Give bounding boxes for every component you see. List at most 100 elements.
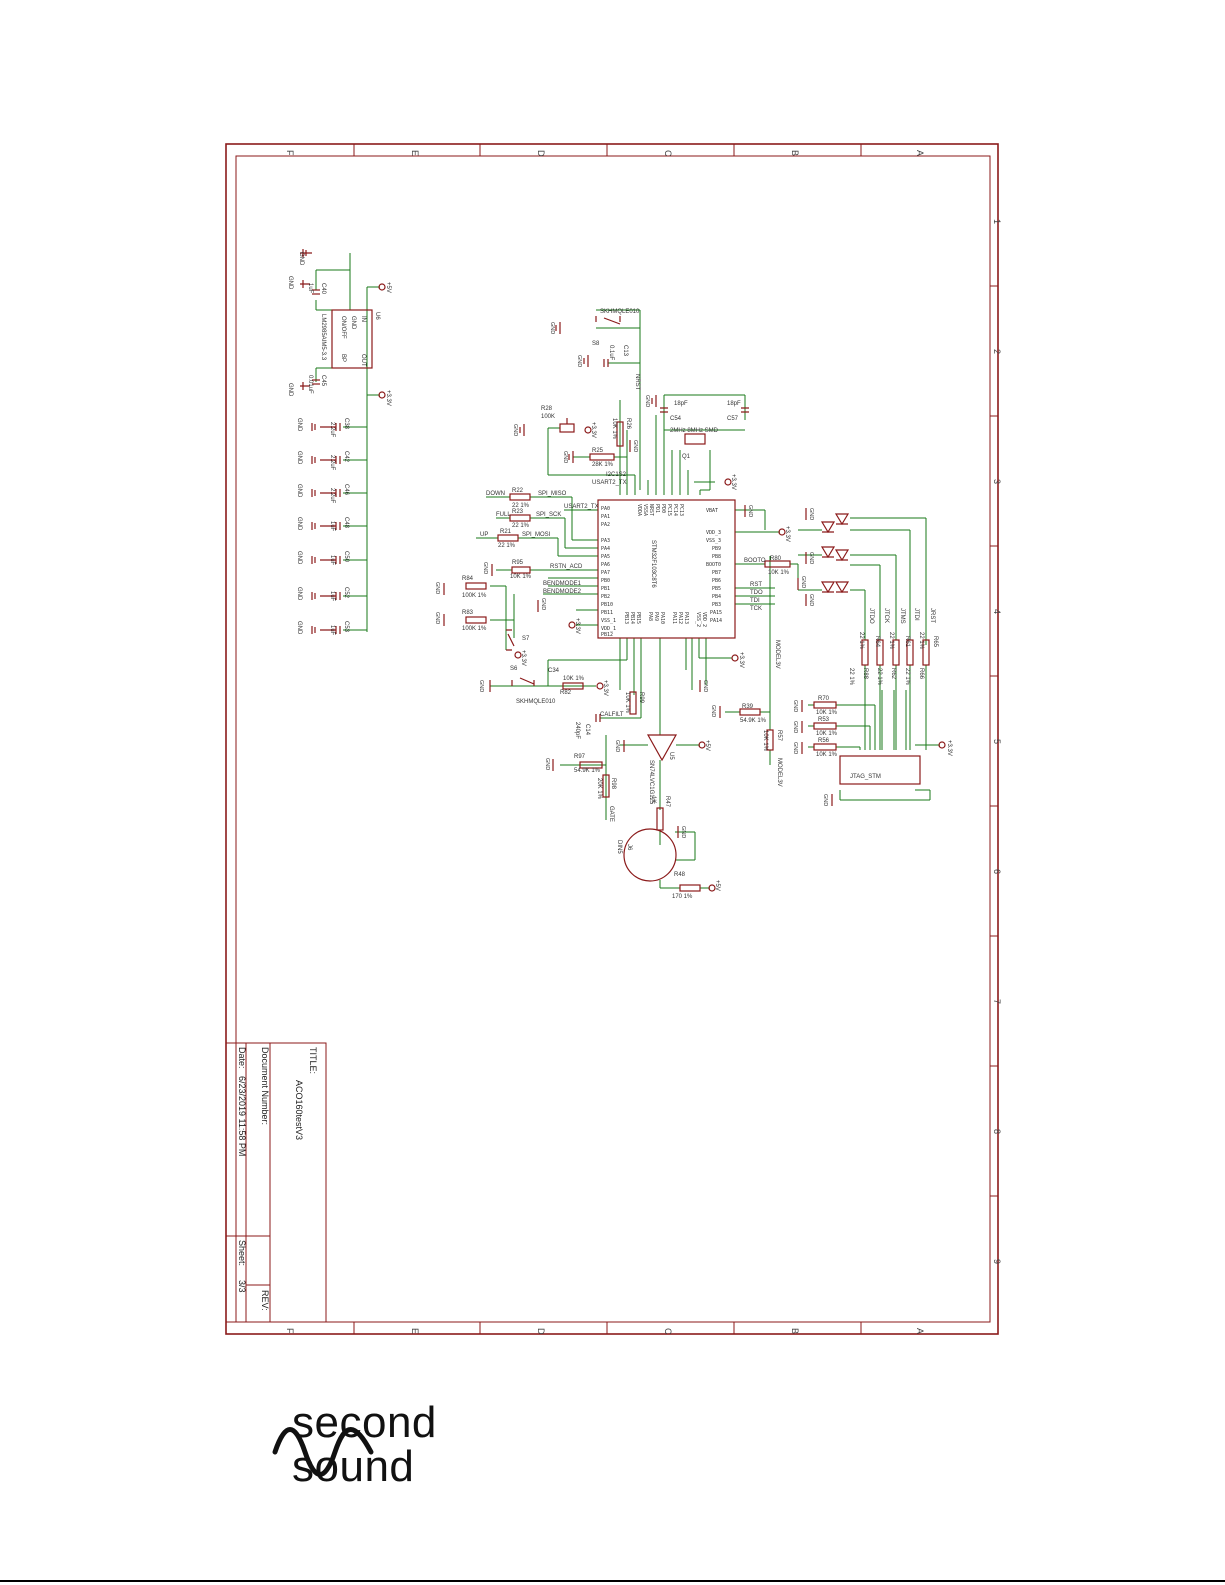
rstn-adc-label: RSTN_ACD: [550, 564, 583, 570]
mcu-pin-top: NRST: [648, 504, 654, 516]
gnd-label: GND: [296, 451, 302, 465]
bend1-label: BENDMODE1: [543, 581, 582, 587]
gnd-label: GND: [540, 598, 546, 610]
r84-value: 100K 1%: [462, 593, 487, 599]
crystal-value: 2MHz 8MHz SMD: [670, 428, 719, 434]
p5v-label: +5V: [385, 282, 391, 293]
brand-wordmark: second sound: [292, 1398, 437, 1490]
r56-value: 10K 1%: [816, 752, 838, 758]
mcu-pin-right: BOOT0: [706, 562, 721, 568]
gnd-label: GND: [792, 700, 798, 712]
spi-sck-label: SPI_SCK: [536, 512, 561, 518]
decoup-val: 1uF: [329, 521, 335, 532]
r97-value: 54.9K 1%: [574, 768, 601, 774]
mcu-pin-right: PB5: [712, 586, 721, 592]
r39-value: 54.9K 1%: [740, 718, 767, 724]
p33v-right2: +3.3V: [784, 526, 790, 542]
r80-label: R80: [770, 556, 782, 562]
mcu-pin-right: PB6: [712, 578, 721, 584]
r-jtag-name: R64: [874, 636, 880, 648]
gnd-label: GND: [644, 395, 650, 407]
r99-label: R99: [638, 692, 644, 704]
r82-label: R82: [560, 690, 572, 696]
mcu-pin-left: PB12: [601, 632, 613, 638]
gnd-label: GND: [296, 484, 302, 498]
mcu-pin-left: PA7: [601, 570, 610, 576]
col-letter-top-3: C: [663, 150, 673, 157]
gnd-label: GND: [792, 742, 798, 754]
r-jtag2-name: R66: [918, 668, 924, 680]
decoup-val: 1uF: [329, 555, 335, 566]
switch-s6-label: S6: [510, 666, 518, 672]
gnd-label: GND: [296, 517, 302, 531]
r57-label: R57: [776, 730, 782, 742]
row-number-8: 9: [992, 1259, 1002, 1264]
regulator-name: U6: [374, 312, 380, 320]
r-jtag2-name: R62: [890, 668, 896, 680]
col-letter-bot-2: D: [536, 1328, 546, 1335]
mcu-pin-left: PB10: [601, 602, 613, 608]
frame-row-numbers: 1 2 3 4 5 6 7 8 9: [992, 219, 1002, 1264]
gnd-label: GND: [808, 594, 814, 606]
c13-value: 0.1uF: [608, 345, 614, 361]
mcu-pin-bottom: PA8: [647, 612, 653, 621]
mcu-pin-left: VDD_1: [601, 626, 616, 632]
switch-name: SKHMQLE010: [600, 309, 640, 315]
r95-value: 10K 1%: [510, 574, 532, 580]
mcu-pin-right: VBAT: [706, 508, 718, 514]
r53-value: 10K 1%: [816, 731, 838, 737]
mcu-pin-left: PB2: [601, 594, 610, 600]
frame-inner: [235, 155, 991, 1323]
gnd-label: GND: [287, 276, 293, 290]
gnd-label: GND: [747, 505, 753, 517]
gnd-label: GND: [296, 621, 302, 635]
decoupling-caps: [311, 423, 341, 634]
p5v-buffer: +5V: [704, 740, 710, 751]
r97-label: R97: [574, 754, 586, 760]
gnd-label: GND: [434, 582, 440, 594]
gnd-label: GND: [296, 418, 302, 432]
brand-line-1: second: [292, 1398, 437, 1447]
p5v-out: +5V: [714, 880, 720, 891]
mcu-pin-top: PD1: [654, 504, 660, 513]
r22-label: R22: [512, 488, 524, 494]
mcu-pin-bottom: VDD_2: [701, 612, 707, 627]
date-value: 6/23/2019 11:58 PM: [237, 1076, 247, 1156]
title-value: ACO160testV3: [294, 1080, 304, 1140]
r80-value: 10K 1%: [768, 570, 790, 576]
tdi-label: TDI: [750, 598, 760, 604]
decoup-name: C48: [343, 517, 349, 529]
mcu-pin-bottom: PB15: [635, 612, 641, 624]
mcu-pin-bottom: PA11: [671, 612, 677, 624]
decoup-val: 2.2uF: [329, 488, 335, 504]
c14-value: 240pF: [574, 722, 580, 739]
gnd-label: GND: [614, 740, 620, 752]
pot-name: R28: [541, 406, 553, 412]
jrst-label: JRST: [929, 608, 935, 623]
r25-value: 28K 1%: [592, 462, 614, 468]
r26-label: R26: [625, 418, 631, 430]
gnd-label: GND: [576, 355, 582, 367]
model3v-label: MODEL3V: [774, 640, 780, 669]
mcu-gnd-labels: GND GND GND GND GND GND GND GND GND GND …: [434, 322, 828, 838]
col-letter-bot-0: F: [285, 1328, 295, 1334]
gnd-label: GND: [544, 758, 550, 770]
date-label: Date:: [237, 1047, 247, 1069]
row-number-4: 5: [992, 739, 1002, 744]
mcu-pin-top: PC13: [678, 504, 684, 516]
tck-label: TCK: [750, 606, 762, 612]
r-jtag-val: 22 1%: [858, 632, 864, 650]
row-number-7: 8: [992, 1129, 1002, 1134]
doc-number-label: Document Number:: [260, 1047, 270, 1125]
row-number-2: 3: [992, 479, 1002, 484]
col-letter-top-2: D: [536, 150, 546, 157]
gnd-label: GND: [710, 705, 716, 717]
mcu-pin-left: VSS_1: [601, 618, 616, 624]
gnd-label: GND: [287, 383, 293, 397]
decoup-name: C53: [343, 621, 349, 633]
jtag-header: [839, 755, 921, 785]
r48-value: 170 1%: [672, 894, 693, 900]
mcu-pin-bottom: PB13: [623, 612, 629, 624]
rst-label: RST: [750, 582, 762, 588]
